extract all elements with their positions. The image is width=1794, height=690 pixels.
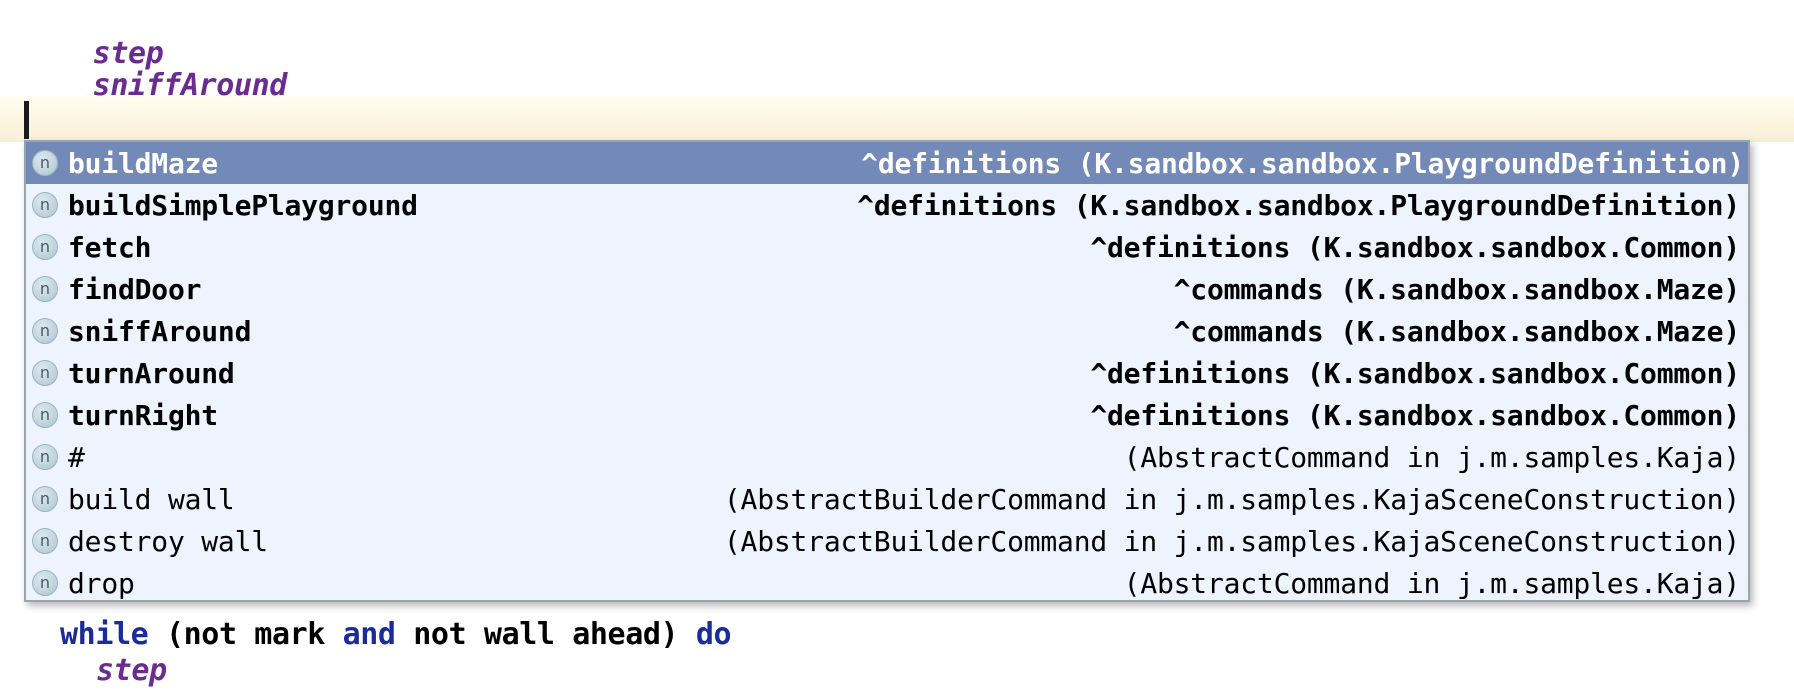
completion-item-label: build wall	[68, 482, 235, 516]
completion-item-type: ^definitions (K.sandbox.sandbox.Common)	[1090, 398, 1740, 432]
completion-item-label: findDoor	[68, 272, 202, 306]
code-token-condition-2: not wall ahead)	[413, 617, 696, 652]
completion-item-type: ^commands (K.sandbox.sandbox.Maze)	[1173, 314, 1741, 348]
code-token-keyword-do: do	[695, 617, 732, 652]
completion-item-type: ^definitions (K.sandbox.sandbox.Playgrou…	[857, 188, 1740, 222]
code-line-while: while (not mark and not wall ahead) do	[60, 617, 732, 653]
completion-item-label: drop	[68, 566, 135, 600]
completion-item-label: destroy wall	[68, 524, 268, 558]
completion-item[interactable]: n destroy wall (AbstractBuilderCommand in …	[26, 520, 1748, 562]
completion-item-label: #	[68, 440, 85, 474]
completion-item-label: buildMaze	[68, 146, 218, 180]
node-icon: n	[32, 276, 58, 302]
node-icon: n	[32, 318, 58, 344]
node-icon: n	[32, 444, 58, 470]
node-icon: n	[32, 528, 58, 554]
code-token-keyword-while: while	[60, 617, 166, 652]
node-icon: n	[32, 192, 58, 218]
completion-item-type: ^commands (K.sandbox.sandbox.Maze)	[1173, 272, 1741, 306]
completion-item-type: ^definitions (K.sandbox.sandbox.Common)	[1090, 356, 1740, 390]
completion-item-label: fetch	[68, 230, 152, 264]
completion-item-label: sniffAround	[68, 314, 252, 348]
code-token-definition: step	[92, 36, 164, 71]
code-token-condition-1: (not mark	[165, 617, 343, 652]
node-icon: n	[32, 570, 58, 596]
node-icon: n	[32, 486, 58, 512]
completion-item[interactable]: n findDoor ^commands (K.sandbox.sandbox.Ma…	[26, 268, 1748, 310]
node-icon: n	[32, 234, 58, 260]
completion-item[interactable]: n buildMaze ^definitions (K.sandbox.sandbo…	[26, 142, 1748, 184]
code-token-keyword-and: and	[342, 617, 414, 652]
code-token-definition: step	[96, 653, 167, 688]
completion-item-type: (AbstractCommand in j.m.samples.Kaja)	[1123, 440, 1741, 474]
completion-item-label: turnRight	[68, 398, 218, 432]
code-line-loop-body: step	[96, 653, 167, 689]
node-icon: n	[32, 360, 58, 386]
autocomplete-popup[interactable]: n buildMaze ^definitions (K.sandbox.sandbo…	[24, 140, 1750, 602]
completion-item-type: (AbstractBuilderCommand in j.m.samples.K…	[723, 524, 1740, 558]
code-line-step: step	[22, 0, 164, 108]
completion-item-type: ^definitions (K.sandbox.sandbox.Playgrou…	[861, 146, 1744, 180]
current-line-highlight	[0, 96, 1794, 142]
autocomplete-list[interactable]: n buildMaze ^definitions (K.sandbox.sandbo…	[26, 142, 1748, 600]
completion-item-label: buildSimplePlayground	[68, 188, 418, 222]
text-caret	[24, 101, 29, 139]
node-icon: n	[32, 150, 58, 176]
completion-item[interactable]: n sniffAround ^commands (K.sandbox.sandbox…	[26, 310, 1748, 352]
completion-item-type: (AbstractCommand in j.m.samples.Kaja)	[1123, 566, 1741, 600]
node-icon: n	[32, 402, 58, 428]
completion-item[interactable]: n turnAround ^definitions (K.sandbox.sandb…	[26, 352, 1748, 394]
completion-item[interactable]: n turnRight ^definitions (K.sandbox.sandbo…	[26, 394, 1748, 436]
completion-item-type: (AbstractBuilderCommand in j.m.samples.K…	[723, 482, 1740, 516]
completion-item[interactable]: n buildSimplePlayground ^definitions (K.sa…	[26, 184, 1748, 226]
completion-item[interactable]: n # (AbstractCommand in j.m.samples.Kaja)	[26, 436, 1748, 478]
completion-item[interactable]: n build wall (AbstractBuilderCommand in j.…	[26, 478, 1748, 520]
completion-item-label: turnAround	[68, 356, 235, 390]
completion-item-type: ^definitions (K.sandbox.sandbox.Common)	[1090, 230, 1740, 264]
